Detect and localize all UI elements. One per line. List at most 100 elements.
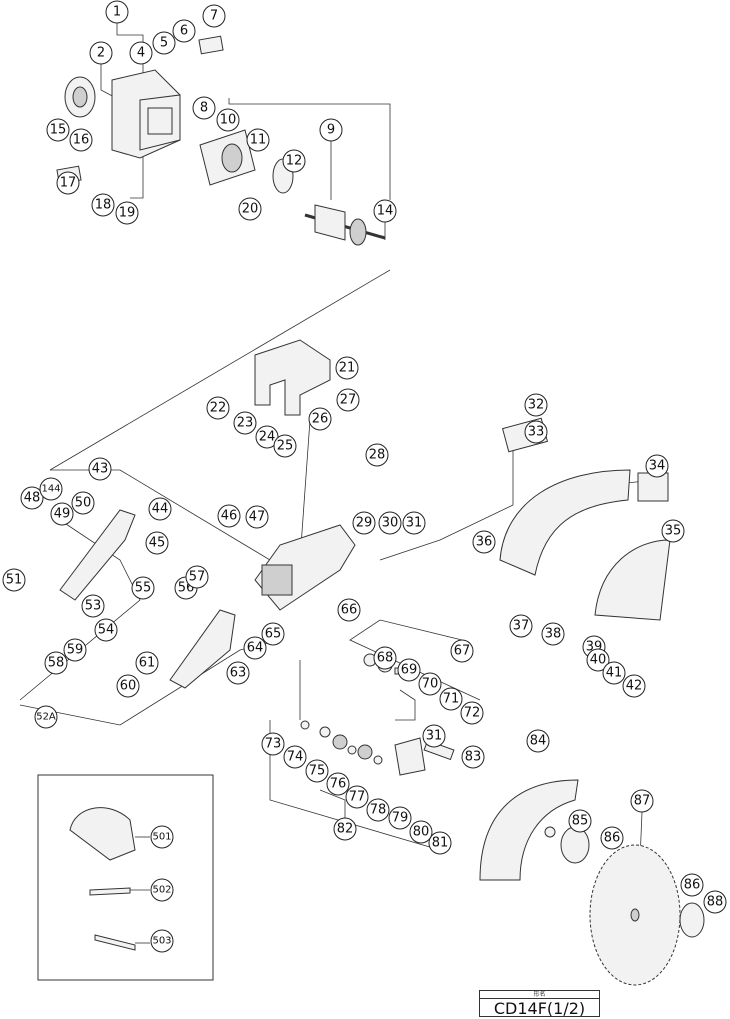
callout-label: 63 (230, 666, 247, 681)
callout-20: 20 (238, 197, 262, 221)
callout-label: 9 (327, 123, 335, 138)
callout-circle (509, 614, 533, 638)
callout-circle (337, 598, 361, 622)
callout-circle (630, 789, 654, 813)
callout-circle (69, 128, 93, 152)
callout-59: 59 (63, 638, 87, 662)
callout-49: 49 (50, 502, 74, 526)
outer-flange (679, 902, 705, 938)
wheel-guard (479, 779, 579, 881)
callout-44: 44 (148, 497, 172, 521)
callout-circle (88, 457, 112, 481)
callout-circle (335, 356, 359, 380)
callout-circle (148, 497, 172, 521)
callout-circle (568, 809, 592, 833)
callout-circle (216, 108, 240, 132)
callout-23: 23 (233, 411, 257, 435)
hex-bar-wrench (94, 934, 136, 951)
callout-55: 55 (131, 576, 155, 600)
callout-circle (524, 393, 548, 417)
callout-46: 46 (217, 504, 241, 528)
callout-33: 33 (524, 420, 548, 444)
callout-71: 71 (439, 687, 463, 711)
upper-wheel-guard (499, 469, 631, 576)
callout-30: 30 (378, 511, 402, 535)
callout-circle (172, 19, 196, 43)
callout-60: 60 (116, 674, 140, 698)
callout-31: 31 (402, 511, 426, 535)
stator (199, 129, 256, 186)
callout-circle (39, 477, 63, 501)
callout-5: 5 (152, 31, 176, 55)
callout-label: 54 (98, 623, 115, 638)
callout-label: 74 (287, 750, 304, 765)
callout-label: 72 (464, 706, 481, 721)
callout-circle (472, 530, 496, 554)
callout-circle (526, 729, 550, 753)
callout-label: 68 (377, 651, 394, 666)
callout-label: 29 (356, 516, 373, 531)
callout-circle (600, 826, 624, 850)
gear-case (254, 524, 356, 611)
callout-label: 21 (339, 361, 356, 376)
callout-label: 86 (604, 831, 621, 846)
callout-85: 85 (568, 809, 592, 833)
callout-circle (185, 565, 209, 589)
callout-70: 70 (418, 672, 442, 696)
callout-label: 10 (220, 113, 237, 128)
callout-63: 63 (226, 661, 250, 685)
callout-6: 6 (172, 19, 196, 43)
callout-label: 78 (370, 803, 387, 818)
callout-35: 35 (661, 519, 685, 543)
callout-label: 80 (413, 825, 430, 840)
callout-label: 16 (73, 133, 90, 148)
callout-58: 58 (44, 651, 68, 675)
callout-1: 1 (105, 0, 129, 24)
accessories-box (37, 774, 214, 981)
callout-circle (152, 31, 176, 55)
callout-label: 64 (247, 641, 264, 656)
callout-circle (261, 622, 285, 646)
callout-label: 7 (210, 9, 218, 24)
callout-circle (63, 638, 87, 662)
callout-label: 503 (152, 936, 171, 947)
callout-label: 40 (590, 653, 607, 668)
callout-label: 76 (330, 777, 347, 792)
callout-label: 50 (75, 496, 92, 511)
callout-label: 15 (50, 123, 67, 138)
callout-circle (273, 434, 297, 458)
callout-37: 37 (509, 614, 533, 638)
motor-housing (111, 69, 181, 159)
callout-circle (50, 502, 74, 526)
callout-36: 36 (472, 530, 496, 554)
callout-26: 26 (308, 407, 332, 431)
callout-2: 2 (89, 41, 113, 65)
callout-label: 87 (634, 794, 651, 809)
callout-circle (418, 672, 442, 696)
callout-circle (524, 420, 548, 444)
callout-circle (378, 511, 402, 535)
saw-blade (589, 844, 681, 986)
callout-label: 38 (545, 627, 562, 642)
callout-label: 32 (528, 398, 545, 413)
belt-hook (69, 807, 136, 861)
callout-circle (333, 817, 357, 841)
callout-80: 80 (409, 820, 433, 844)
callout-circle (645, 454, 669, 478)
callout-76: 76 (326, 772, 350, 796)
callout-circle (541, 622, 565, 646)
callout-label: 81 (432, 836, 449, 851)
callout-label: 59 (67, 643, 84, 658)
armature (304, 204, 386, 246)
callout-45: 45 (145, 531, 169, 555)
callout-64: 64 (243, 636, 267, 660)
callout-circle (135, 651, 159, 675)
callout-503: 503 (150, 929, 174, 953)
callout-87: 87 (630, 789, 654, 813)
callout-17: 17 (56, 171, 80, 195)
callout-label: 4 (137, 46, 145, 61)
callout-label: 61 (139, 656, 156, 671)
callout-label: 51 (6, 573, 23, 588)
model-caption: 形名 (480, 991, 599, 999)
